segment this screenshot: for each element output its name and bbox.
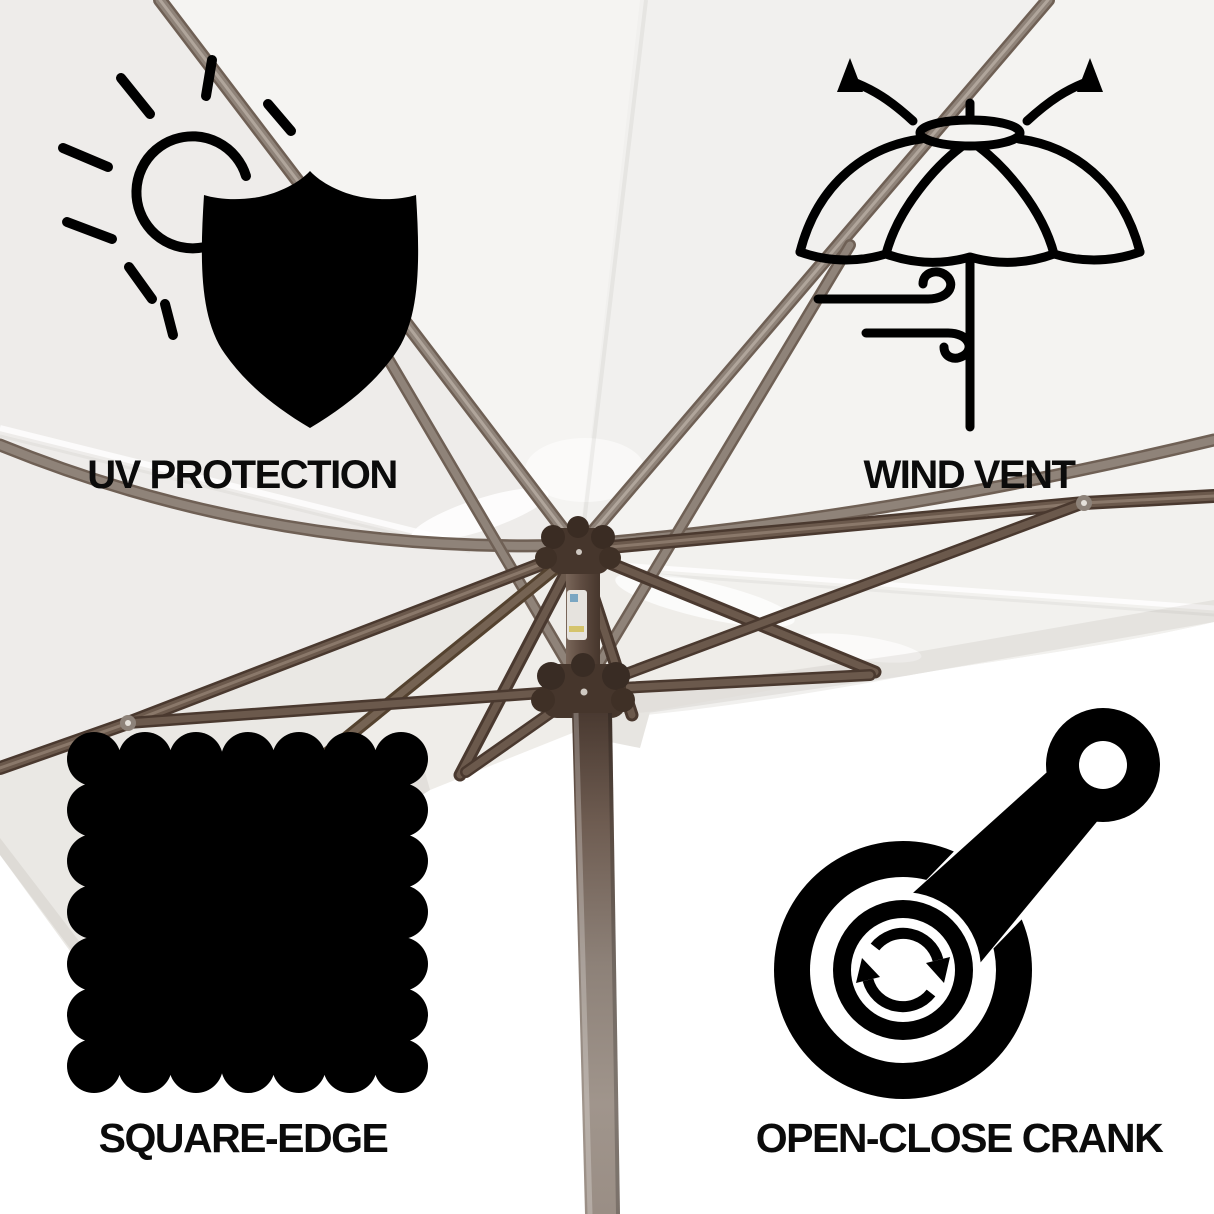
vented-umbrella-icon <box>795 58 1145 432</box>
pole <box>572 712 620 1214</box>
crank-handle-icon <box>774 697 1171 1099</box>
shield-icon <box>201 171 419 428</box>
rib-joint <box>120 495 1092 731</box>
pole-sticker <box>567 590 587 640</box>
feature-label-square-edge: SQUARE-EDGE <box>98 1115 389 1161</box>
sun-shield-icon <box>58 55 419 428</box>
scalloped-square-icon <box>67 732 428 1093</box>
lower-hub <box>531 653 635 718</box>
sun-icon <box>58 55 296 340</box>
feature-label-open-close-crank: OPEN-CLOSE CRANK <box>755 1115 1164 1161</box>
upper-hub <box>535 516 621 574</box>
feature-label-wind-vent: WIND VENT <box>863 453 1076 497</box>
rotate-arrows-icon <box>856 927 950 1013</box>
feature-label-uv-protection: UV PROTECTION <box>87 453 398 497</box>
